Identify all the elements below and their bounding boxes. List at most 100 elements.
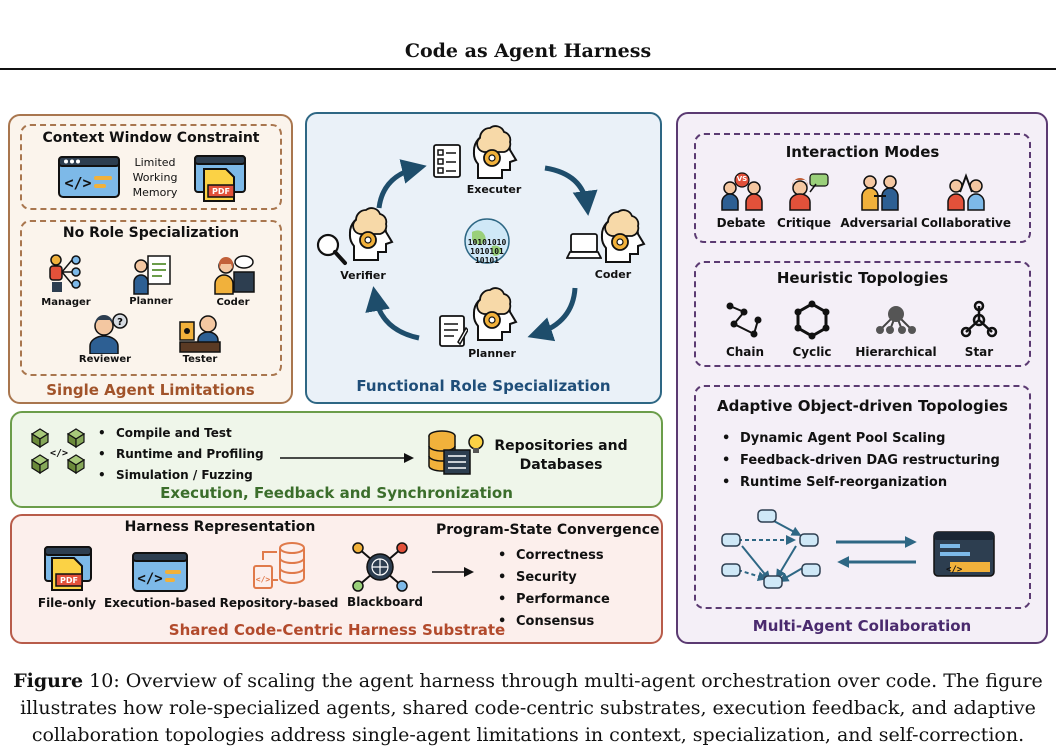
execution-item: Runtime and Profiling: [98, 444, 264, 465]
role-reviewer-label: Reviewer: [78, 354, 132, 365]
cycle-arrows: [365, 159, 598, 342]
convergence-item: Performance: [498, 589, 610, 611]
tester-icon: [179, 315, 221, 353]
globe-icon: [464, 218, 510, 264]
representation-file-only-label: File-only: [37, 596, 97, 610]
debate-icon: [721, 172, 763, 211]
representation-repository-label: Repository-based: [219, 596, 339, 610]
execution-list: Compile and Test Runtime and Profiling S…: [98, 423, 264, 486]
planner-icon: [133, 255, 171, 295]
planner-clipboard-icon: [439, 315, 468, 347]
role-coder-label-functional: Coder: [594, 268, 632, 281]
memory-line-2: Working: [132, 171, 178, 184]
manager-icon: [49, 254, 81, 292]
svg-text:</>: </>: [946, 565, 963, 575]
executer-brain-head-icon: [472, 125, 518, 179]
cubes-code-icon: </>: [30, 428, 86, 475]
topology-cyclic-label: Cyclic: [792, 345, 832, 359]
mode-debate-label: Debate: [716, 216, 766, 230]
coder-icon: [214, 255, 255, 295]
memory-line-3: Memory: [132, 186, 178, 199]
adaptive-item: Dynamic Agent Pool Scaling: [722, 428, 1000, 450]
topology-star-label: Star: [964, 345, 994, 359]
executer-checklist-icon: [433, 144, 461, 178]
agent-pool-graph: [721, 509, 821, 589]
coder-brain-head-icon: [600, 209, 646, 263]
critique-icon: [789, 173, 829, 211]
binary-line-2: 1010101: [470, 247, 504, 256]
svg-text:</>: </>: [50, 448, 68, 459]
pdf-badge: PDF: [212, 187, 230, 196]
caption-label: Figure: [13, 670, 84, 692]
file-only-icon: [44, 546, 92, 591]
heuristic-topologies-box: [694, 261, 1031, 367]
coder-laptop-icon: [566, 233, 602, 259]
collaborative-icon: [947, 173, 985, 211]
adaptive-topologies-box: [694, 385, 1031, 609]
execution-target-line-1: Repositories and: [494, 438, 628, 454]
substrate-pdf-badge: PDF: [60, 576, 78, 585]
context-window-title: Context Window Constraint: [42, 130, 260, 146]
adaptive-item: Runtime Self-reorganization: [722, 472, 1000, 494]
pdf-window-icon: [194, 155, 246, 202]
convergence-item: Security: [498, 567, 610, 589]
convergence-item: Consensus: [498, 611, 610, 633]
chain-topology-icon: [726, 302, 762, 338]
role-specialization-box: [20, 220, 282, 376]
convergence-title: Program-State Convergence: [436, 522, 660, 538]
adaptive-topologies-title: Adaptive Object-driven Topologies: [717, 397, 1008, 415]
database-bulb-icon: [428, 430, 484, 475]
memory-line-1: Limited: [134, 156, 176, 169]
title-rule: [0, 68, 1056, 70]
page-title: Code as Agent Harness: [404, 40, 652, 62]
svg-text:</>: </>: [256, 575, 271, 584]
role-executer-label: Executer: [466, 183, 522, 196]
star-topology-icon: [960, 300, 998, 338]
svg-text:</>: </>: [137, 571, 162, 587]
role-planner-label-functional: Planner: [468, 347, 516, 360]
role-tester-label: Tester: [182, 354, 218, 365]
cyclic-topology-icon: [794, 300, 830, 340]
svg-text:</>: </>: [64, 174, 91, 192]
interaction-modes-box: [694, 133, 1031, 243]
adaptive-item: Feedback-driven DAG restructuring: [722, 450, 1000, 472]
topology-hierarchical-label: Hierarchical: [855, 345, 937, 359]
mode-adversarial-label: Adversarial: [840, 216, 918, 230]
hierarchical-topology-icon: [876, 306, 916, 334]
harness-representation-title: Harness Representation: [124, 519, 316, 535]
code-window-icon: </>: [58, 156, 120, 198]
execution-based-icon: </>: [132, 552, 188, 592]
svg-text:?: ?: [117, 317, 123, 328]
role-verifier-label: Verifier: [340, 269, 386, 282]
convergence-item: Correctness: [498, 545, 610, 567]
convergence-arrow: [432, 567, 474, 577]
role-coder-label: Coder: [216, 297, 250, 308]
adaptive-topologies-list: Dynamic Agent Pool Scaling Feedback-driv…: [722, 428, 1000, 494]
caption-text: Overview of scaling the agent harness th…: [20, 670, 1043, 746]
mode-critique-label: Critique: [777, 216, 831, 230]
reviewer-icon: ?: [89, 313, 128, 354]
sync-arrows: [836, 536, 917, 568]
representation-blackboard-label: Blackboard: [347, 595, 423, 609]
mode-collaborative-label: Collaborative: [920, 216, 1012, 230]
binary-line-1: 10101010: [467, 238, 507, 247]
representation-execution-label: Execution-based: [104, 596, 216, 610]
topology-chain-label: Chain: [725, 345, 765, 359]
vs-badge: VS: [736, 175, 748, 183]
single-agent-title: Single Agent Limitations: [46, 381, 255, 399]
figure-caption: Figure 10: Overview of scaling the agent…: [0, 668, 1056, 749]
execution-title: Execution, Feedback and Synchronization: [160, 484, 513, 502]
execution-item: Compile and Test: [98, 423, 264, 444]
role-specialization-title: No Role Specialization: [62, 225, 240, 241]
functional-role-title: Functional Role Specialization: [356, 377, 611, 395]
convergence-list: Correctness Security Performance Consens…: [498, 545, 610, 633]
adversarial-icon: [861, 175, 899, 211]
code-editor-icon: </>: [933, 531, 995, 577]
execution-item: Simulation / Fuzzing: [98, 465, 264, 486]
role-planner-label: Planner: [129, 296, 173, 307]
verifier-magnifier-icon: [316, 233, 347, 265]
role-manager-label: Manager: [41, 297, 91, 308]
binary-line-3: 10101: [474, 256, 500, 265]
execution-arrow: [280, 453, 414, 463]
context-window-box: [20, 124, 282, 210]
